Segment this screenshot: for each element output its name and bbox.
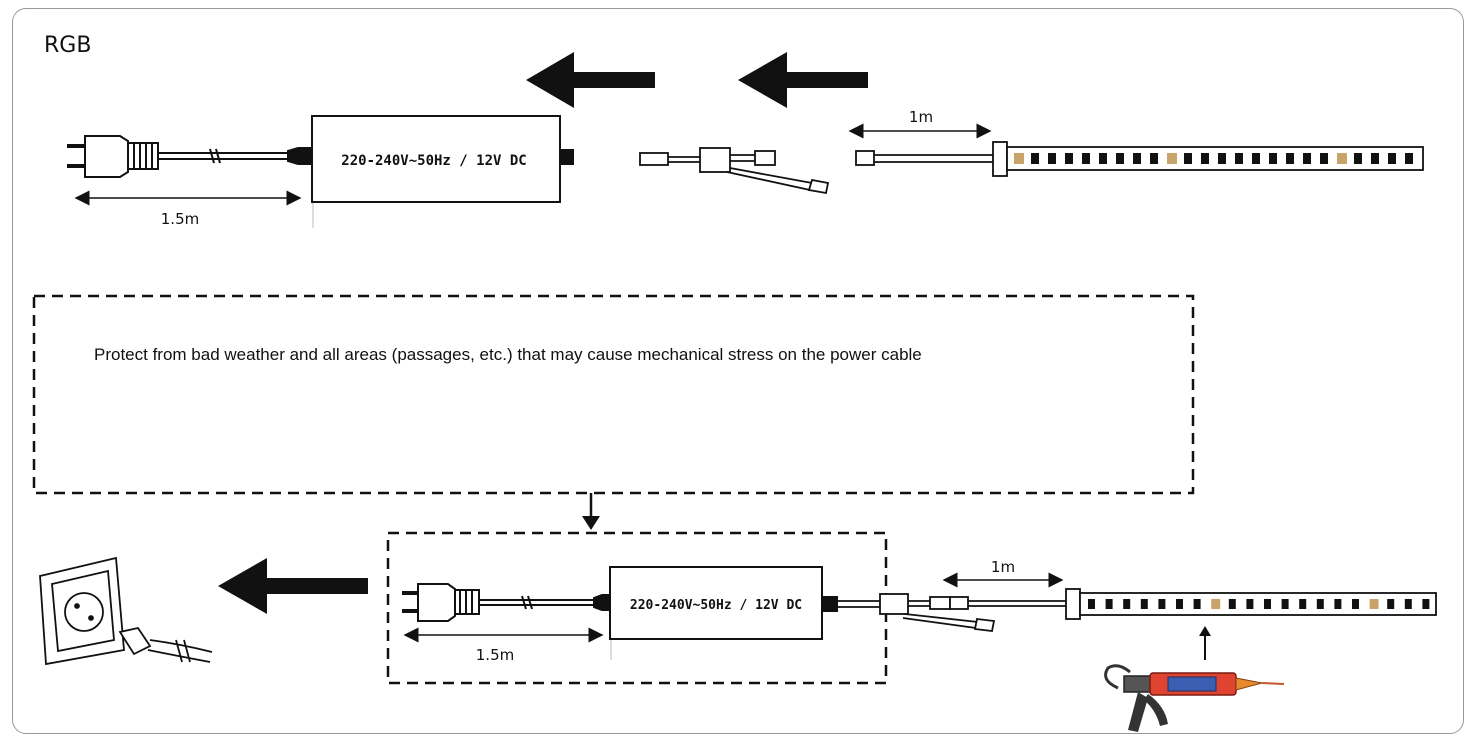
led-chip: [1031, 153, 1039, 164]
led-chip: [1140, 599, 1148, 609]
led-chip: [1352, 599, 1359, 609]
caulking-gun-icon: [1104, 664, 1285, 732]
led-chip: [1387, 599, 1395, 609]
arrow-up-icon: [1199, 626, 1211, 660]
led-chip: [1201, 153, 1209, 164]
eu-plug-icon: [402, 583, 480, 622]
led-chip: [1405, 153, 1413, 164]
led-chip: [1264, 599, 1271, 609]
led-chip: [1388, 153, 1396, 164]
strip-end-cap: [1065, 588, 1081, 620]
arrow-left-icon: [218, 558, 368, 614]
led-chip: [1269, 153, 1277, 164]
led-chip: [1404, 599, 1412, 609]
led-chip: [1371, 153, 1379, 164]
led-chip: [1099, 153, 1107, 164]
led-strip-icon: [1079, 592, 1437, 616]
strip-cable-length-label: 1m: [991, 558, 1015, 576]
led-strip-icon: [1006, 146, 1424, 171]
strip-contact-pad: [1337, 153, 1347, 164]
led-chip: [1228, 599, 1236, 609]
led-chip: [1184, 153, 1192, 164]
note-box: [32, 294, 1195, 495]
strip-connector: [855, 141, 1008, 177]
arrow-left-icon: [526, 52, 655, 108]
strip-contact-pad: [1211, 599, 1221, 609]
y-splitter-icon: [838, 593, 1068, 632]
led-chip: [1158, 599, 1166, 609]
arrow-left-icon: [738, 52, 868, 108]
led-chip: [1123, 599, 1131, 609]
led-chip: [1299, 599, 1307, 609]
arrow-down-icon: [582, 493, 600, 530]
power-cable-length-label: 1.5m: [161, 210, 199, 228]
diagram-title: RGB: [44, 33, 91, 58]
led-chip: [1303, 153, 1311, 164]
led-chip: [1286, 153, 1294, 164]
led-chip: [1252, 153, 1260, 164]
led-chip: [1334, 599, 1342, 609]
led-chip: [1193, 599, 1201, 609]
led-chip: [1176, 599, 1183, 609]
led-chip: [1281, 599, 1289, 609]
led-chip: [1116, 153, 1124, 164]
wall-socket-icon: [39, 556, 213, 666]
y-splitter-icon: [639, 147, 830, 195]
led-chip: [1105, 599, 1113, 609]
strip-contact-pad: [1014, 153, 1024, 164]
led-chip: [1316, 599, 1324, 609]
led-chip: [1082, 153, 1090, 164]
led-chip: [1048, 153, 1056, 164]
led-chip: [1150, 153, 1158, 164]
power-supply-icon: [609, 566, 838, 640]
power-cable: [158, 147, 313, 165]
strip-contact-pad: [1167, 153, 1177, 164]
led-chip: [1422, 599, 1430, 609]
led-chip: [1235, 153, 1243, 164]
psu-label: 220-240V~50Hz / 12V DC: [630, 598, 802, 613]
power-supply-icon: [311, 115, 574, 203]
led-chip: [1088, 599, 1095, 609]
led-chip: [1354, 153, 1362, 164]
strip-contact-pad: [1369, 599, 1379, 609]
warning-note: Protect from bad weather and all areas (…: [94, 345, 922, 364]
strip-cable-length-label: 1m: [909, 108, 933, 126]
led-chip: [1320, 153, 1328, 164]
led-chip: [1246, 599, 1254, 609]
led-chip: [1218, 153, 1226, 164]
power-cable: [479, 594, 611, 611]
psu-label: 220-240V~50Hz / 12V DC: [341, 153, 526, 169]
led-chip: [1133, 153, 1141, 164]
eu-plug-icon: [67, 135, 159, 178]
led-chip: [1065, 153, 1073, 164]
power-cable-length-label: 1.5m: [476, 646, 514, 664]
